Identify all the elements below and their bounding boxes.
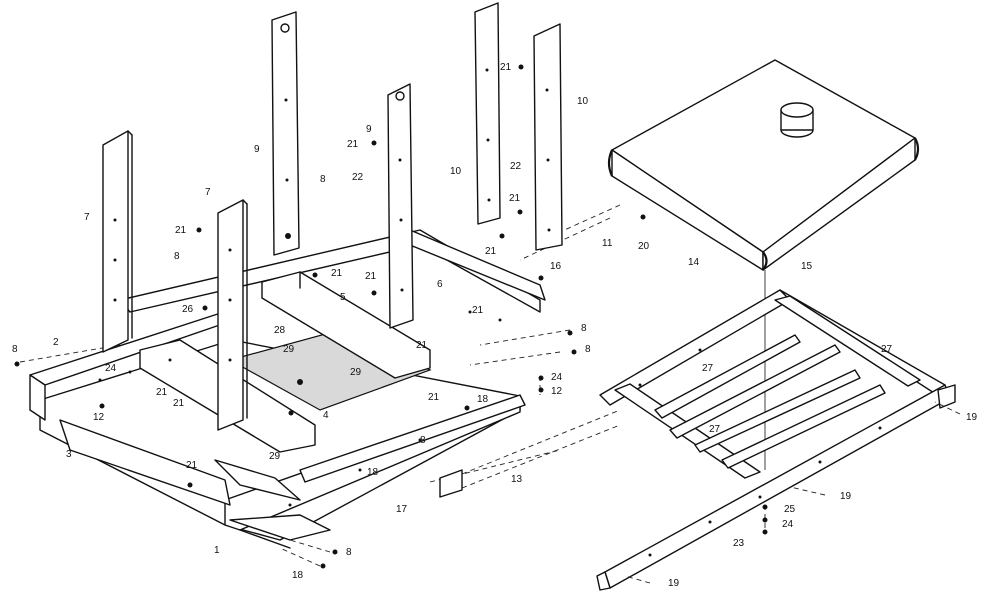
tank-filler-cap (780, 102, 814, 118)
rail-17 (299, 394, 526, 483)
callout-10: 10 (577, 96, 589, 107)
callout-24: 24 (105, 363, 117, 374)
left-rail-end (29, 374, 46, 421)
callout-21: 21 (365, 271, 377, 282)
callout-5: 5 (340, 292, 346, 303)
front-rail-end (229, 514, 331, 541)
callout-24: 24 (782, 519, 794, 530)
callout-8: 8 (174, 251, 180, 262)
callout-21: 21 (509, 193, 521, 204)
cradle-front-rail-end (596, 571, 611, 591)
callout-1: 1 (214, 545, 220, 556)
box-crossmember (214, 459, 301, 501)
post-7-left (102, 130, 129, 353)
callout-21: 21 (156, 387, 168, 398)
tank-cradle (596, 289, 961, 591)
callout-20: 20 (638, 241, 650, 252)
callout-29: 29 (269, 451, 281, 462)
callout-7: 7 (84, 212, 90, 223)
callout-25: 25 (784, 504, 796, 515)
right-channel (409, 229, 546, 301)
left-floor-lip (59, 419, 231, 506)
post-7-right (217, 199, 244, 431)
tank-top (611, 59, 916, 253)
callout-8: 8 (346, 547, 352, 558)
callout-29: 29 (283, 344, 295, 355)
callout-15: 15 (801, 261, 813, 272)
callout-2: 2 (53, 337, 59, 348)
callout-8: 8 (320, 174, 326, 185)
callout-21: 21 (500, 62, 512, 73)
callout-22: 22 (352, 172, 364, 183)
callout-9: 9 (366, 124, 372, 135)
post-9-right (387, 83, 414, 329)
callout-28: 28 (274, 325, 286, 336)
callout-18: 18 (367, 467, 379, 478)
callout-21: 21 (428, 392, 440, 403)
callout-12: 12 (93, 412, 105, 423)
tube-13 (439, 409, 621, 498)
callout-24: 24 (551, 372, 563, 383)
callout-23: 23 (733, 538, 745, 549)
slat-4 (721, 384, 886, 469)
cradle-holes (638, 348, 882, 557)
callout-8: 8 (585, 344, 591, 355)
callout-18: 18 (477, 394, 489, 405)
callout-19: 19 (668, 578, 680, 589)
callout-27: 27 (702, 363, 714, 374)
callout-21: 21 (331, 268, 343, 279)
callout-21: 21 (173, 398, 185, 409)
post-10-left (474, 2, 501, 225)
slat-1 (654, 334, 801, 419)
callout-27: 27 (709, 424, 721, 435)
slat-3 (694, 369, 861, 453)
callout-27: 27 (881, 344, 893, 355)
callout-8: 8 (581, 323, 587, 334)
callout-6: 6 (437, 279, 443, 290)
callout-11: 11 (602, 238, 613, 249)
frame-holes (98, 310, 502, 507)
callout-22: 22 (510, 161, 522, 172)
callout-labels: 9 9 21 21 10 10 22 22 8 7 7 21 21 21 11 … (12, 62, 978, 589)
slat-2 (669, 344, 841, 439)
callout-7: 7 (205, 187, 211, 198)
callout-21: 21 (347, 139, 359, 150)
tube-13-end (439, 469, 463, 498)
callout-8: 8 (12, 344, 18, 355)
callout-16: 16 (550, 261, 562, 272)
tank-edge-right (914, 137, 920, 161)
callout-10: 10 (450, 166, 462, 177)
callout-3: 3 (66, 449, 72, 460)
tank-edge-left (607, 149, 614, 177)
tank-edge-front (762, 251, 768, 271)
fuel-tank (607, 59, 920, 470)
fastener-markers (14, 64, 768, 569)
post-holes (113, 68, 551, 362)
cradle-rail-end (937, 384, 956, 409)
callout-12: 12 (551, 386, 563, 397)
callout-14: 14 (688, 257, 700, 268)
callout-8: 8 (420, 435, 426, 446)
callout-21: 21 (175, 225, 187, 236)
callout-9: 9 (254, 144, 260, 155)
callout-29: 29 (350, 367, 362, 378)
callout-21: 21 (485, 246, 497, 257)
callout-4: 4 (323, 410, 329, 421)
angle-27-right (774, 295, 921, 387)
callout-26: 26 (182, 304, 194, 315)
callout-17: 17 (396, 504, 408, 515)
callout-18: 18 (292, 570, 304, 581)
callout-13: 13 (511, 474, 523, 485)
post-9-left (271, 11, 300, 256)
callout-19: 19 (966, 412, 978, 423)
callout-21: 21 (416, 340, 428, 351)
callout-21: 21 (472, 305, 484, 316)
callout-19: 19 (840, 491, 852, 502)
callout-21: 21 (186, 460, 198, 471)
post-10-right (533, 23, 563, 251)
upright-posts (102, 2, 563, 431)
